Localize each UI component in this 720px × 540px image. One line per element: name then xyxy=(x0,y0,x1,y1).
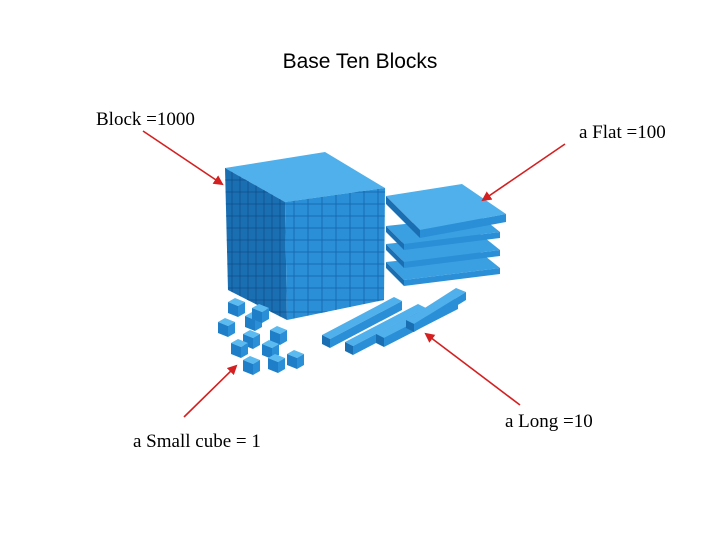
flats-stack xyxy=(386,184,506,286)
arrow-to-long xyxy=(424,332,521,406)
longs xyxy=(322,288,466,355)
unit-cube xyxy=(287,350,304,369)
long-label: a Long =10 xyxy=(505,411,593,432)
unit-cube xyxy=(270,326,287,345)
unit-cube xyxy=(262,340,279,359)
small-cube-label: a Small cube = 1 xyxy=(133,431,261,452)
flat-label: a Flat =100 xyxy=(579,122,666,143)
unit-cube xyxy=(243,356,260,375)
slide-title: Base Ten Blocks xyxy=(282,50,438,73)
unit-cube xyxy=(252,304,269,323)
unit-cube xyxy=(268,354,285,373)
unit-cube xyxy=(228,298,245,317)
unit-cube xyxy=(218,318,235,337)
unit-cube xyxy=(231,339,248,358)
arrow-to-cube xyxy=(183,364,238,418)
arrow-to-flat xyxy=(481,143,566,202)
thousand-block xyxy=(225,152,385,320)
small-cubes xyxy=(218,298,304,375)
pointer-arrows xyxy=(142,130,566,418)
arrow-to-block xyxy=(142,130,224,186)
block-label: Block =1000 xyxy=(96,109,195,130)
